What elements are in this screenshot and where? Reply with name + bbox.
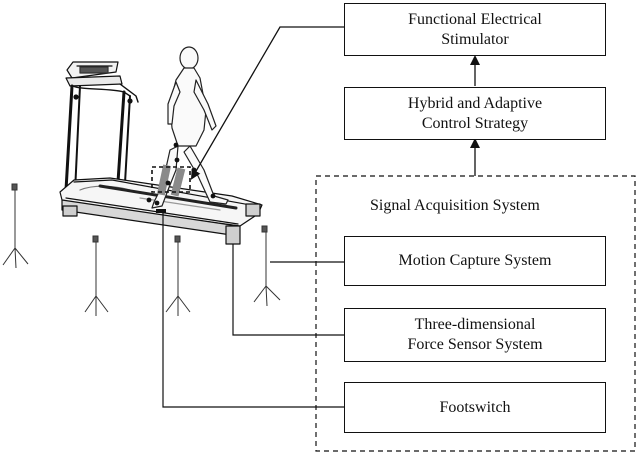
motion-label: Motion Capture System — [398, 252, 552, 269]
connector-foot-to-footswitch — [162, 213, 344, 408]
electrode-left — [156, 164, 172, 196]
electrode-right — [170, 167, 186, 197]
stimulator-box: Functional Electrical Stimulator — [344, 3, 606, 56]
footswitch-label: Footswitch — [439, 398, 511, 416]
walker-icon — [151, 46, 229, 209]
stimulator-label-line2: Stimulator — [441, 30, 509, 48]
arrow-stimulator-to-electrodes — [190, 26, 344, 180]
signal-acquisition-label: Signal Acquisition System — [370, 197, 540, 214]
force-sensor-box: Three-dimensional Force Sensor System — [344, 308, 606, 362]
treadmill-icon — [59, 61, 263, 245]
motion-capture-box: Motion Capture System — [344, 236, 606, 286]
footswitch-sensor — [156, 209, 166, 213]
control-label-line1: Hybrid and Adaptive — [407, 94, 543, 112]
force-label-line2: Force Sensor System — [407, 336, 543, 353]
connector-treadmill-to-force — [232, 244, 344, 336]
control-label-line2: Control Strategy — [421, 114, 529, 132]
footswitch-box: Footswitch — [344, 382, 606, 433]
camera-tripod-icon — [2, 183, 281, 316]
force-label-line1: Three-dimensional — [414, 316, 536, 333]
electrode-region-box — [151, 166, 191, 193]
stimulator-label-line1: Functional Electrical — [408, 10, 542, 28]
control-strategy-box: Hybrid and Adaptive Control Strategy — [344, 87, 606, 140]
